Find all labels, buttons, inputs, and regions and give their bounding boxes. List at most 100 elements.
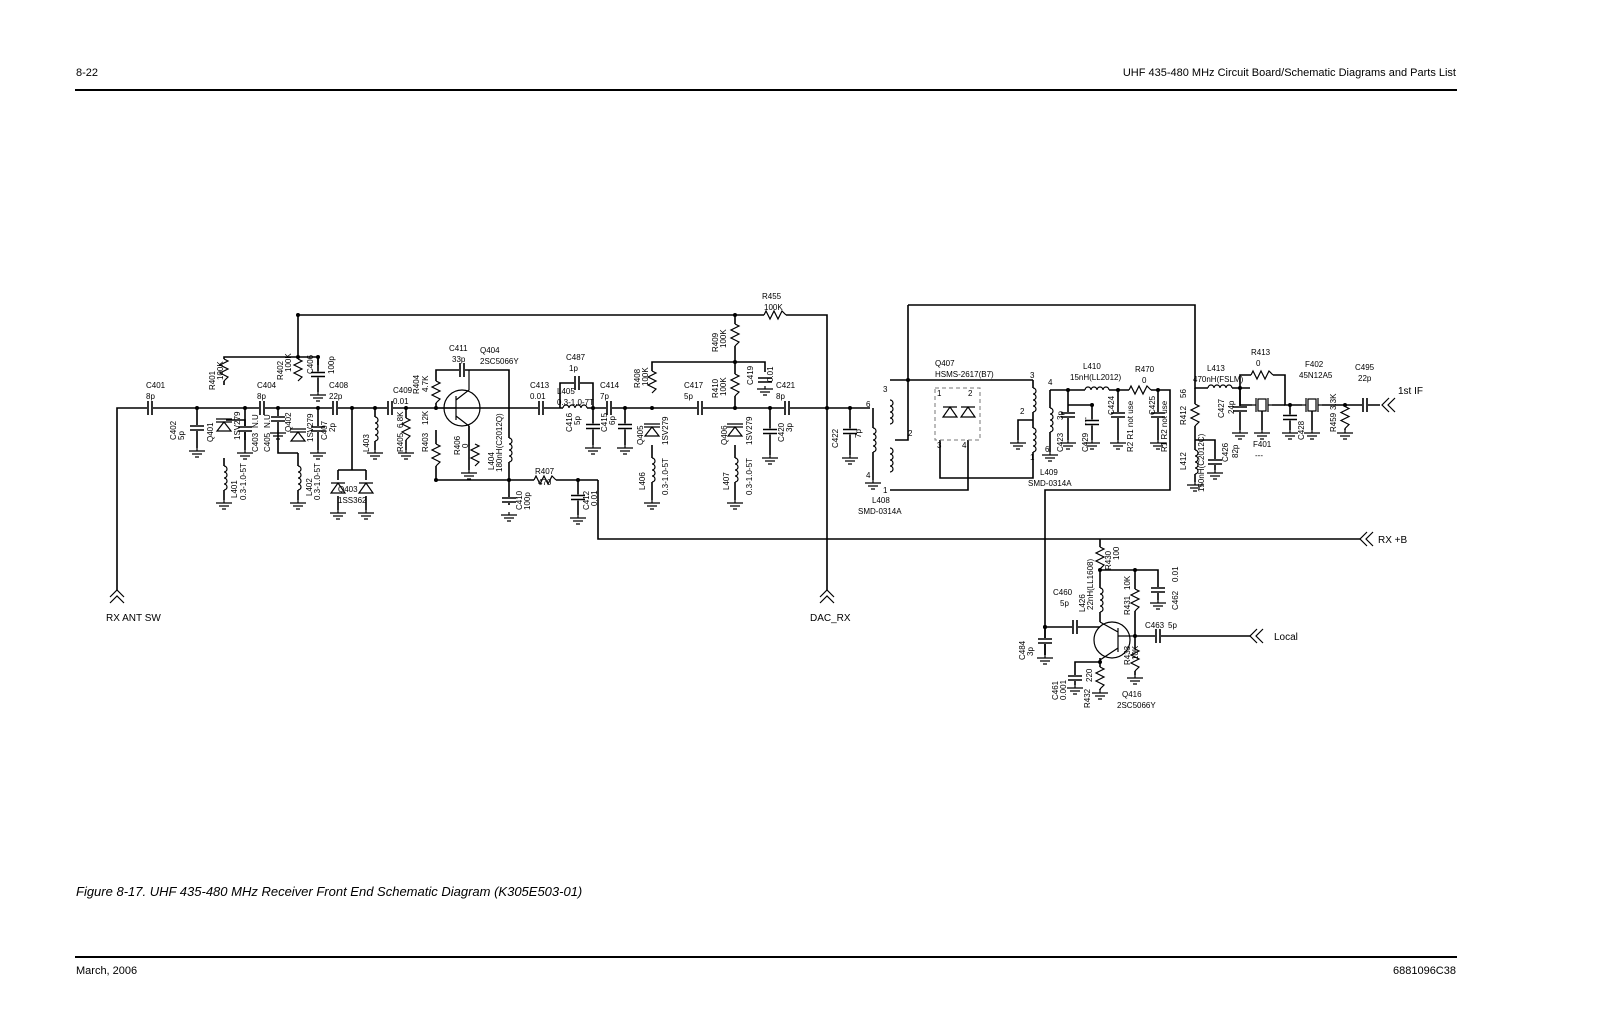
ground-symbol — [842, 455, 858, 465]
resistor-symbol — [430, 380, 442, 404]
label-l405: L405 — [557, 387, 575, 396]
wire — [597, 480, 1360, 540]
wire-gap — [259, 406, 265, 410]
label-q404: Q404 — [480, 346, 500, 355]
value-f402: 45N12A5 — [1299, 371, 1333, 380]
wire-gap — [332, 406, 338, 410]
capacitor-symbol — [459, 363, 465, 377]
junction-dot — [650, 406, 654, 410]
pin-label-l408: 2 — [908, 429, 913, 438]
port-rx-b: RX +B — [1378, 535, 1408, 546]
wire-gap — [784, 406, 790, 410]
ground-symbol — [644, 500, 660, 510]
ground-symbol — [1187, 482, 1203, 492]
junction-dot — [296, 313, 300, 317]
capacitor-symbol — [1362, 398, 1368, 412]
wire-gap — [1288, 414, 1292, 421]
rotated-label-r408-value: 100K — [641, 367, 650, 386]
wire-gap — [434, 444, 438, 466]
rotated-label-c415-ref: C415 — [600, 412, 609, 432]
capacitor-symbol — [1061, 412, 1075, 418]
junction-dot — [733, 360, 737, 364]
wire-gap — [296, 359, 300, 381]
junction-dot — [733, 406, 737, 410]
label-c409: C409 — [393, 386, 413, 395]
junction-dot — [434, 478, 438, 482]
wire-gap — [1155, 634, 1161, 638]
ground-symbol — [1110, 440, 1126, 450]
ground-symbol — [270, 430, 286, 440]
ground-symbol — [1150, 600, 1166, 610]
wire-gap — [534, 478, 556, 482]
inductor-symbol — [889, 399, 894, 425]
inductor-symbol — [1194, 449, 1199, 475]
value-c460: 5p — [1060, 599, 1069, 608]
value-q407: HSMS-2617(B7) — [935, 370, 994, 379]
label-c404: C404 — [257, 381, 277, 390]
transistor-leads — [1099, 621, 1135, 661]
page-number: 8-22 — [76, 67, 99, 79]
capacitor-symbol — [784, 401, 790, 415]
rotated-label-q406-value: 1SV279 — [745, 416, 754, 445]
crystal-filter-symbol — [1252, 398, 1272, 412]
resistor-symbol — [292, 358, 304, 382]
crystal-filter-symbol — [1302, 398, 1322, 412]
ground-symbol — [1127, 675, 1143, 685]
junction-dot — [623, 406, 627, 410]
wire-gap — [763, 377, 767, 383]
capacitor-symbol — [1111, 412, 1125, 418]
pin-label-l408: 4 — [866, 471, 871, 480]
wire-gap — [1133, 649, 1137, 671]
rotated-label-c422-value: 7p — [854, 429, 863, 438]
wire-gap — [316, 371, 320, 378]
rotated-label-c423-ref: C423 — [1056, 432, 1065, 452]
wire-gap — [591, 423, 595, 430]
rotated-label-c424-ref: C424 — [1107, 395, 1116, 415]
resistor-symbol — [218, 358, 230, 382]
ground-symbol — [1092, 690, 1108, 700]
rotated-label-c407-value: 2p — [328, 423, 337, 432]
ground-symbol — [1337, 430, 1353, 440]
rotated-label-r403-ref: R403 — [421, 432, 430, 452]
value-c408: 22p — [329, 392, 343, 401]
wire-gap — [195, 425, 199, 431]
wire-gap — [768, 428, 772, 435]
rotated-label-l404-value: 180nH(C2012Q) — [495, 413, 504, 472]
capacitor-symbol — [311, 371, 325, 378]
value-f401: --- — [1255, 451, 1263, 460]
pin-label-l409: 6 — [1045, 445, 1050, 454]
label-c421: C421 — [776, 381, 796, 390]
inductor-symbol — [223, 465, 228, 491]
resistor-symbol — [1094, 546, 1106, 570]
rotated-label-l401-ref: L401 — [230, 480, 239, 498]
junction-dot — [1133, 568, 1137, 572]
rotated-label-q405-value: 1SV279 — [661, 416, 670, 445]
rotated-label-r431-value: 10K — [1123, 575, 1132, 590]
capacitor-symbol — [190, 425, 204, 431]
resistor-symbol — [1094, 666, 1106, 690]
ground-symbol — [290, 500, 306, 510]
label-c460: C460 — [1053, 588, 1073, 597]
wire-gap — [1302, 403, 1322, 407]
junction-dot — [1288, 403, 1292, 407]
wire-gap — [538, 406, 544, 410]
value-l413: 470nH(FSLM) — [1193, 375, 1244, 384]
label-c417: C417 — [684, 381, 704, 390]
varactor-diode-symbol — [289, 428, 307, 442]
wire-gap — [473, 444, 477, 466]
rotated-label-l412-value: 150nH(C2012C) — [1197, 433, 1206, 492]
rotated-label-r401-ref: R401 — [208, 370, 217, 390]
capacitor-symbol — [763, 428, 777, 435]
value-c463: 5p — [1168, 621, 1177, 630]
value-r413: 0 — [1256, 359, 1261, 368]
label-l410: L410 — [1083, 362, 1101, 371]
wire — [277, 430, 298, 454]
inductor-symbol — [508, 437, 513, 463]
inductor-symbol — [1049, 407, 1054, 433]
rotated-label-c420-ref: C420 — [777, 422, 786, 442]
rotated-label-c427-ref: C427 — [1217, 398, 1226, 418]
rotated-label-c407-ref: C407 — [320, 420, 329, 440]
varactor-diode-symbol — [726, 423, 744, 437]
rotated-label-r402-value: 100K — [284, 353, 293, 372]
diode-ring-package — [934, 387, 981, 441]
